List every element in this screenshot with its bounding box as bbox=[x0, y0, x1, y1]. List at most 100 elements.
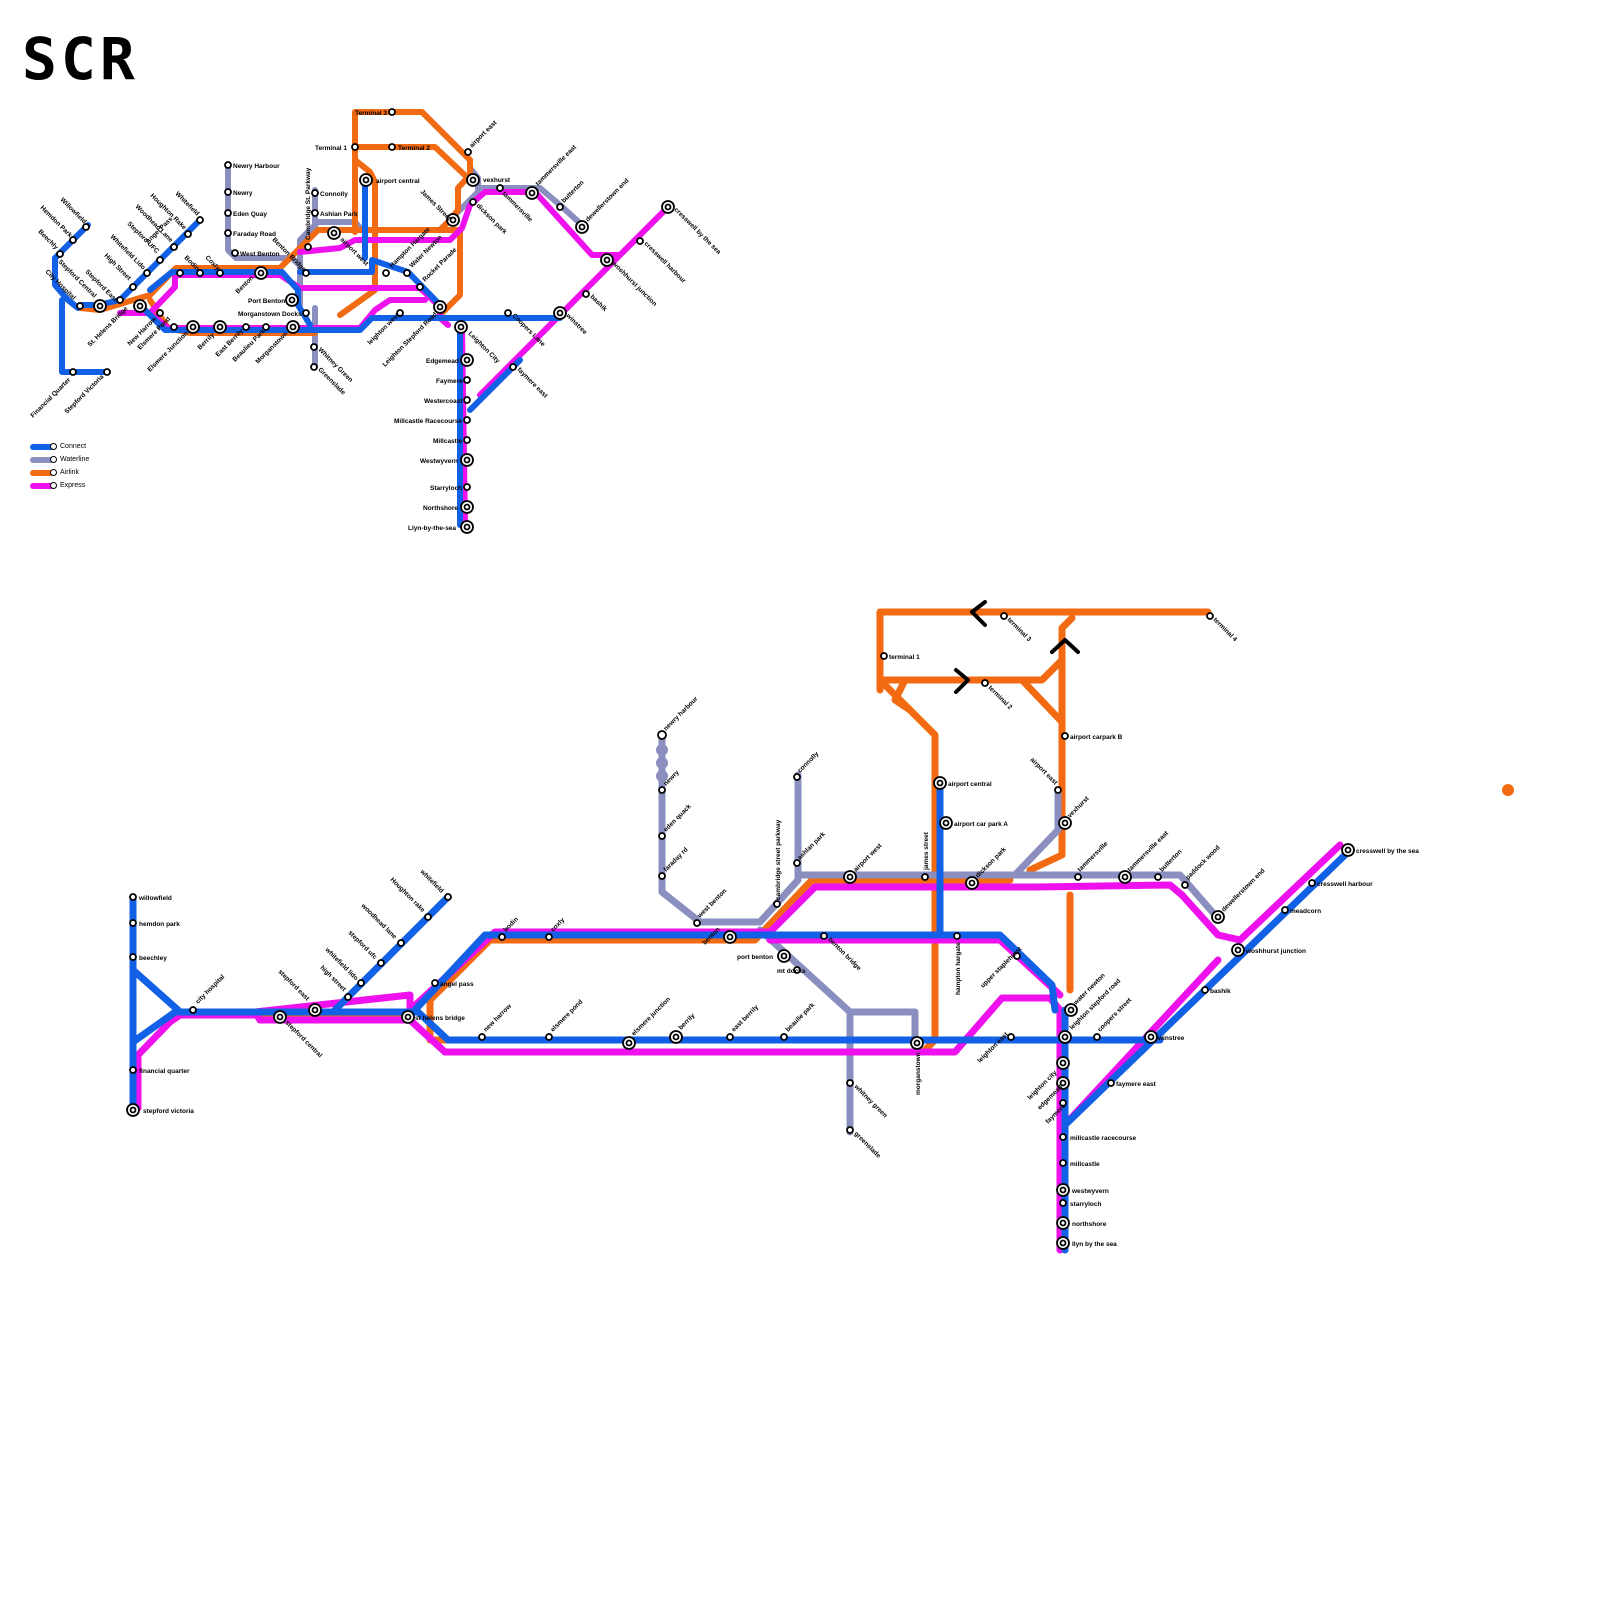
legend-label: Express bbox=[60, 482, 85, 489]
m1-lbl-millcastle-racecourse: Millcastle Racecourse bbox=[394, 418, 462, 425]
m1-lbl-bashik: bashik bbox=[589, 293, 609, 313]
m2-lbl-terminal-2: terminal 2 bbox=[987, 684, 1014, 711]
m2-lbl-millcastle-racecourse: millcastle racecourse bbox=[1070, 1135, 1137, 1142]
m2-lbl-hemdon-park: hemdon park bbox=[139, 921, 180, 928]
m2-lbl-starryloch: starryloch bbox=[1070, 1201, 1101, 1208]
m2-lbl-stepford-east: stepford east bbox=[277, 968, 311, 1002]
m2-lbl-greenslade: greenslade bbox=[853, 1130, 882, 1159]
m1-lbl-terminal-1: Terminal 1 bbox=[315, 145, 347, 152]
m2-express-loop bbox=[255, 932, 1060, 1250]
m2-lbl-airport-east: airport east bbox=[1029, 756, 1060, 787]
m2-airlink-main bbox=[430, 880, 1010, 1040]
m2-lbl-whitney-green: whitney green bbox=[852, 1083, 889, 1120]
legend-item-connect: Connect bbox=[30, 440, 89, 453]
m2-lbl-eden-quack: eden quack bbox=[662, 803, 693, 834]
m1-lbl-eden-quay: Eden Quay bbox=[233, 211, 267, 218]
m2-lbl-terminal-4: terminal 4 bbox=[1212, 616, 1239, 643]
m2-lbl-airport-central: airport central bbox=[948, 781, 992, 788]
m2-lbl-woodhead-lane: woodhead lane bbox=[359, 902, 398, 941]
m2-lbl-bashik: bashik bbox=[1210, 988, 1231, 995]
m2-lbl-mt-docks: mt docks bbox=[777, 968, 806, 975]
m1-lbl-connolly: Connolly bbox=[320, 191, 348, 198]
m1-lbl-vexhurst: vexhurst bbox=[483, 177, 511, 184]
m2-lbl-whitefield: whitefield bbox=[418, 868, 445, 895]
m2-lbl-upper-staplehurst: upper staplehurst bbox=[979, 945, 1023, 989]
m1-lbl-northshore: Northshore bbox=[423, 505, 458, 512]
m1-lbl-edgemead: Edgemead bbox=[426, 358, 459, 365]
m2-airlink-t2 bbox=[880, 618, 1072, 680]
m2-lbl-east-berrily: east berrily bbox=[730, 1004, 760, 1034]
m1-lbl-starryloch: Starryloch bbox=[430, 485, 462, 492]
m2-lbl-hampton-hargate: hampton hargate bbox=[955, 942, 962, 995]
waterline-dots bbox=[656, 744, 668, 782]
m1-lbl-west-benton: West Benton bbox=[240, 251, 280, 258]
m1-lbl-butterton: butterton bbox=[560, 179, 585, 204]
legend-label: Connect bbox=[60, 443, 86, 450]
m1-lbl-whitefield: Whitefield bbox=[174, 190, 201, 217]
legend-label: Waterline bbox=[60, 456, 89, 463]
m1-lbl-terminal-3: Terminal 3 bbox=[355, 110, 387, 117]
m2-lbl-james-street: james street bbox=[923, 831, 930, 871]
m1-lbl-airport-central: airport central bbox=[376, 178, 420, 185]
m1-lbl-westercoast: Westercoast bbox=[424, 398, 463, 405]
m1-lbl-beechly: Beechly bbox=[37, 228, 60, 251]
m1-lbl-morganstown-docks: Morganstown Docks bbox=[238, 311, 302, 318]
m1-lbl-cresswell-harbour: cresswell harbour bbox=[643, 240, 688, 285]
m2-lbl-faymere-east: faymere east bbox=[1116, 1081, 1157, 1088]
m1-lbl-winstree: winstree bbox=[564, 312, 589, 337]
m1-lbl-cresswell-by-the-sea: cresswell by the sea bbox=[673, 206, 723, 256]
m2-lbl-cresswell-harbour: cresswell harbour bbox=[1317, 881, 1373, 888]
m2-lbl-west-benton: west benton bbox=[696, 888, 728, 920]
m2-lbl-vexhurst: vexhurst bbox=[1066, 795, 1091, 820]
m2-lbl-dewellerstown-end: dewellerstown end bbox=[1220, 867, 1266, 913]
m2-airlink-t2b bbox=[1022, 680, 1062, 722]
m2-lbl-stepford-ufc: stepford ufc bbox=[347, 929, 379, 961]
m2-lbl-leighton-east: leighton east bbox=[976, 1031, 1010, 1065]
m1-lbl-dewellerstown-end: dewellerstown end bbox=[584, 177, 630, 223]
legend: Connect Waterline Airlink Express bbox=[30, 440, 89, 492]
m2-lbl-woshhurst-junction: woshhurst junction bbox=[1245, 948, 1306, 955]
m1-lbl-millcastle: Millcastle bbox=[433, 438, 463, 445]
m2-lbl-beechley: beechley bbox=[139, 955, 167, 962]
m2-lbl-terminal-1: terminal 1 bbox=[889, 654, 920, 661]
m2-lbl-llyn-by-the-sea: llyn by the sea bbox=[1072, 1241, 1117, 1248]
legend-item-waterline: Waterline bbox=[30, 453, 89, 466]
m1-lbl-westwyvern: Westwyvern bbox=[420, 458, 458, 465]
m2-lbl-faraday-rd: faraday rd bbox=[662, 846, 689, 873]
m2-lbl-city-hospital: city hospital bbox=[194, 974, 226, 1006]
m2-lbl-millcastle: millcastle bbox=[1070, 1161, 1100, 1168]
m2-lbl-butterton: butterton bbox=[1158, 848, 1183, 873]
m1-lbl-james-street: James Street bbox=[419, 188, 453, 222]
scr-logo: SCR bbox=[22, 30, 139, 88]
m2-express-top bbox=[1035, 845, 1340, 940]
m1-lbl-faymere: Faymere bbox=[436, 378, 463, 385]
orange-dot-marker bbox=[1502, 784, 1514, 796]
m1-lbl-airport-east: airport east bbox=[468, 119, 499, 150]
m2-lbl-stepford-victoria: stepford victoria bbox=[143, 1108, 194, 1115]
m2-lbl-terminal-3: terminal 3 bbox=[1006, 616, 1033, 643]
m2-lbl-willowfield: willowfield bbox=[138, 895, 172, 902]
m1-lbl-faraday-road: Faraday Road bbox=[233, 231, 276, 238]
m1-lbl-ashlan-park: Ashlan Park bbox=[320, 211, 358, 218]
m2-lbl-cresswell-by-the-sea: cresswell by the sea bbox=[1356, 848, 1419, 855]
m2-lbl-new-harrow: new harrow bbox=[482, 1002, 513, 1033]
m2-lbl-elsmere-junction: elsmere junction bbox=[630, 996, 671, 1037]
m1-lbl-newry-harbour: Newry Harbour bbox=[233, 163, 280, 170]
m2-lbl-beaulie-park: beaulie park bbox=[784, 1001, 816, 1033]
m2-lbl-meadcorn: meadcorn bbox=[1290, 908, 1321, 915]
m2-lbl-financial-quarter: financial quarter bbox=[139, 1068, 190, 1075]
m2-lbl-berrily: berrily bbox=[677, 1012, 696, 1031]
m2-lbl-connolly: connolly bbox=[796, 750, 820, 774]
m2-lbl-st-helens-bridge: st helens bridge bbox=[415, 1015, 465, 1022]
m1-lbl-llyn-by-the-sea: Llyn-by-the-sea bbox=[408, 525, 456, 532]
m1-lbl-woshhurst-junction: woshhurst junction bbox=[610, 260, 658, 308]
m2-lbl-newry-harbour: newry harbour bbox=[662, 695, 699, 732]
m1-lbl-cambridge-st-parkway: Cambridge St. Parkway bbox=[305, 167, 312, 240]
m2-lbl-angel-pass: angel pass bbox=[440, 981, 474, 988]
m1-lbl-willowfield: Willowfield bbox=[59, 196, 88, 225]
m1-lbl-whitney-green: Whitney Green bbox=[317, 346, 354, 383]
m2-express-upper bbox=[770, 887, 1035, 932]
m2-lbl-northshore: northshore bbox=[1072, 1221, 1107, 1228]
legend-item-express: Express bbox=[30, 479, 89, 492]
